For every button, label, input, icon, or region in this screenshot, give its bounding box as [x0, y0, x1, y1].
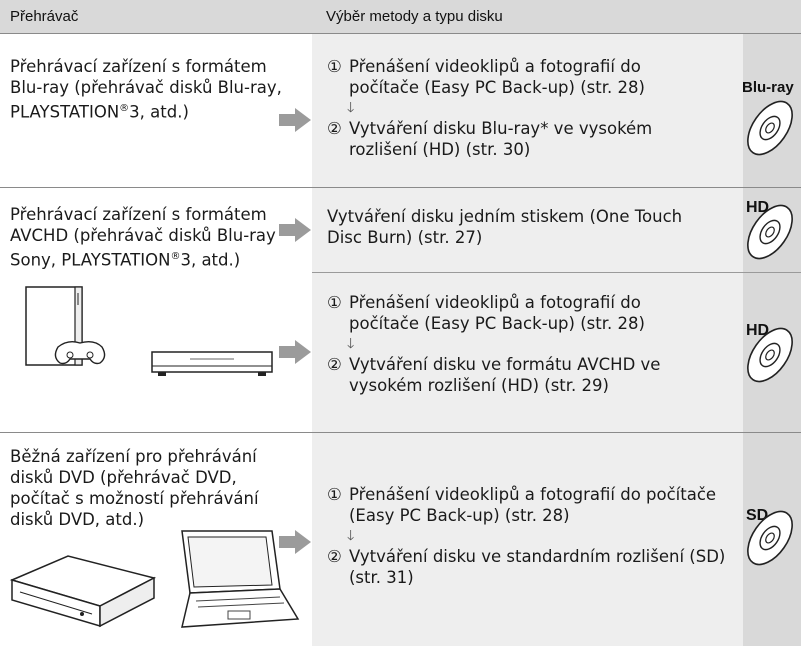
down-arrow-icon: 🡓 — [347, 100, 355, 116]
header-band — [0, 0, 801, 33]
dvd-player-icon — [9, 555, 157, 628]
method-one-touch: Vytváření disku jedním stiskem (One Touc… — [327, 207, 683, 247]
method-column-band — [312, 33, 743, 646]
header-player: Přehrávač — [10, 8, 79, 25]
disc-label-hd-a: HD — [746, 199, 770, 216]
row1-rule — [0, 187, 801, 188]
laptop-icon — [181, 530, 300, 628]
row2-rule — [0, 432, 801, 433]
down-arrow-icon: 🡓 — [347, 528, 355, 544]
disc-icon — [747, 204, 793, 260]
disc-label-bluray: Blu-ray — [742, 79, 794, 96]
down-arrow-icon: 🡓 — [347, 336, 355, 352]
player-text-dvd: Běžná zařízení pro přehrávání disků DVD … — [10, 447, 259, 529]
header-rule — [0, 33, 801, 34]
arrow-right-icon — [279, 340, 311, 364]
bluray-player-icon — [151, 351, 273, 376]
disc-icon — [747, 327, 793, 383]
row2-inner-rule — [312, 272, 801, 273]
arrow-right-icon — [279, 218, 311, 242]
header-method: Výběr metody a typu disku — [326, 8, 503, 25]
game-console-icon — [25, 286, 106, 366]
disc-icon — [747, 100, 793, 156]
arrow-right-icon — [279, 530, 311, 554]
disc-label-hd-b: HD — [746, 322, 770, 339]
player-text-avchd: Přehrávací zařízení s formátem AVCHD (př… — [10, 205, 276, 270]
player-text-bluray: Přehrávací zařízení s formátem Blu-ray (… — [10, 57, 282, 122]
disc-icon — [747, 510, 793, 566]
arrow-right-icon — [279, 108, 311, 132]
